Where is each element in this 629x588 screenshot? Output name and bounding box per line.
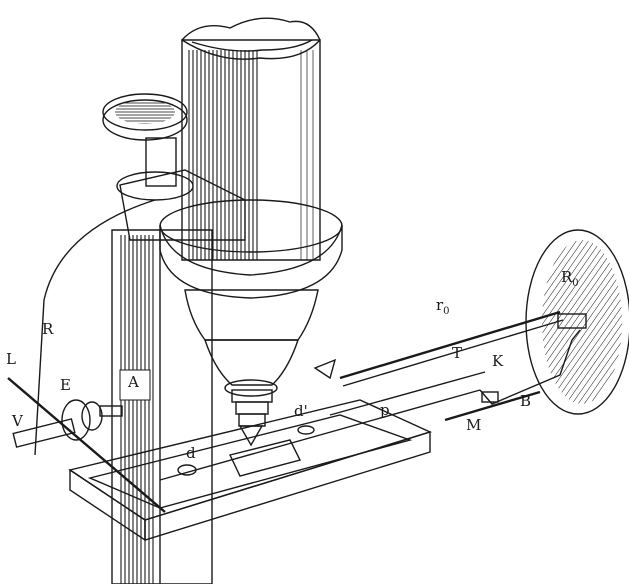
coarse-focus-knob xyxy=(102,93,188,187)
fine-screw xyxy=(12,399,123,448)
label-d: d xyxy=(186,444,196,462)
stage-plate xyxy=(68,399,432,542)
label-R0-sub: 0 xyxy=(572,278,579,289)
label-r0-main: r xyxy=(436,296,444,314)
label-A: A xyxy=(126,373,141,391)
label-p: p xyxy=(380,401,390,419)
label-r0: r0 xyxy=(436,298,450,317)
label-d-prime: d' xyxy=(294,402,308,420)
label-R: R xyxy=(42,320,54,338)
microscope-tube xyxy=(180,17,321,261)
label-T: T xyxy=(452,344,463,362)
label-r0-sub: 0 xyxy=(443,306,450,317)
objective-lens xyxy=(184,289,319,447)
label-R0-main: R xyxy=(561,268,573,286)
disc-r0 xyxy=(525,229,629,415)
label-M: M xyxy=(466,416,482,434)
label-B: B xyxy=(520,392,532,410)
label-K: K xyxy=(492,352,504,370)
label-L: L xyxy=(6,350,16,368)
label-V: V xyxy=(12,412,23,430)
stand-pillar xyxy=(111,229,213,585)
label-E: E xyxy=(60,376,71,394)
label-R0: R0 xyxy=(561,270,579,289)
